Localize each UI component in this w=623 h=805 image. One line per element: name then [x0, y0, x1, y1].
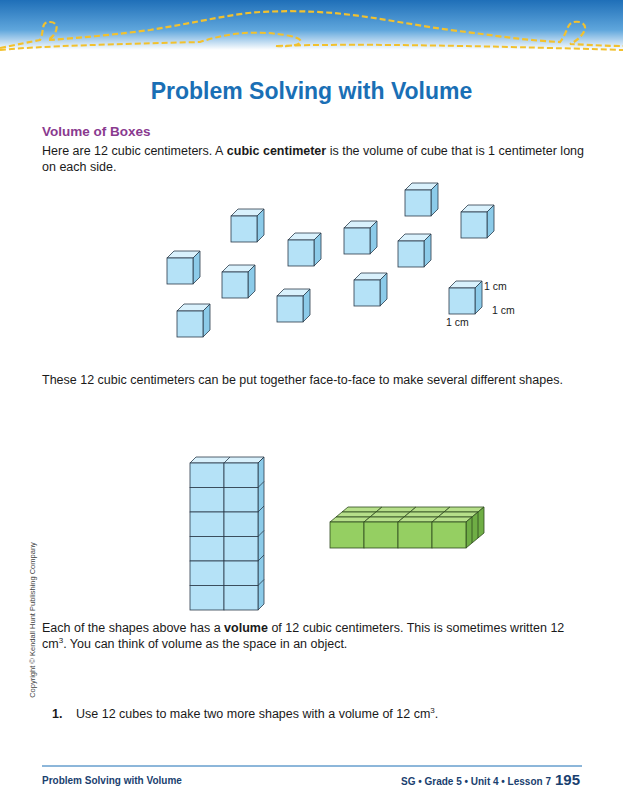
cube-top — [370, 512, 410, 517]
cube-top — [364, 517, 404, 522]
cube-front — [167, 258, 193, 284]
cube-side — [424, 234, 431, 267]
cube-front — [344, 228, 370, 254]
cube-front — [224, 463, 258, 488]
cube-front — [190, 537, 224, 562]
cube-side — [431, 183, 438, 216]
dimension-label: 1 cm — [446, 316, 469, 328]
cube-top — [342, 507, 382, 512]
body-text: Each of the shapes above has avolumeof 1… — [42, 620, 590, 652]
cube-front — [354, 280, 380, 306]
cube-top — [330, 517, 370, 522]
text-run: Here are 12 cubic centimeters. A — [42, 144, 223, 158]
cube-front — [224, 561, 258, 586]
cube-front — [224, 488, 258, 513]
text-run: SG • Grade 5 • Unit 4 • Lesson 7 — [401, 776, 551, 787]
cube-side — [303, 289, 310, 322]
cube-top — [410, 507, 450, 512]
cube-front — [190, 512, 224, 537]
cube-front — [364, 522, 398, 548]
text-run: Use 12 cubes to make two more shapes wit… — [76, 707, 430, 721]
cube-top — [376, 507, 416, 512]
question-text: Use 12 cubes to make two more shapes wit… — [76, 706, 576, 722]
dimension-label: 1 cm — [484, 280, 507, 292]
cube-top — [444, 507, 484, 512]
cube-top — [438, 512, 478, 517]
footer-title: Problem Solving with Volume — [42, 773, 342, 789]
footer-rule — [42, 766, 582, 767]
cube-side — [257, 209, 264, 242]
text-run: volume — [224, 621, 268, 635]
cube-side — [203, 304, 210, 337]
dimension-label: 1 cm — [492, 304, 515, 316]
cube-side — [248, 265, 255, 298]
superscript: 3 — [59, 636, 63, 645]
cube-front — [224, 512, 258, 537]
cube-front — [461, 212, 487, 238]
cube-front — [432, 522, 466, 548]
page-title: Problem Solving with Volume — [0, 78, 623, 105]
text-run: . — [435, 707, 438, 721]
cube-front — [288, 240, 314, 266]
cube-front — [224, 537, 258, 562]
cube-front — [190, 561, 224, 586]
cube-front — [231, 216, 257, 242]
text-run: Volume of Boxes — [42, 124, 151, 139]
cube-top — [398, 517, 438, 522]
cube-front — [449, 288, 475, 314]
cube-top — [404, 512, 444, 517]
cube-top — [336, 512, 376, 517]
cube-front — [177, 311, 203, 337]
cubic-centimeters — [167, 183, 494, 337]
cube-front — [190, 586, 224, 611]
cube-side — [380, 273, 387, 306]
cube-front — [190, 463, 224, 488]
cube-front — [405, 190, 431, 216]
slab-side — [466, 507, 484, 548]
cube-side — [370, 221, 377, 254]
text-run: . You can think of volume as the space i… — [63, 637, 347, 651]
text-run: These 12 cubic centimeters can be put to… — [42, 373, 563, 387]
tower-side — [258, 457, 264, 610]
top-band — [0, 0, 623, 50]
footer-ref: SG • Grade 5 • Unit 4 • Lesson 7 195 — [330, 772, 580, 790]
cube-side — [487, 205, 494, 238]
cube-front — [224, 586, 258, 611]
body-text: Here are 12 cubic centimeters. A cubic ce… — [42, 143, 590, 175]
cube-front — [398, 241, 424, 267]
cube-front — [222, 272, 248, 298]
cube-side — [193, 251, 200, 284]
dashed-ribbon — [0, 11, 623, 48]
page-number: 195 — [555, 771, 580, 788]
question-number: 1. — [52, 706, 72, 722]
cube-side — [475, 281, 482, 314]
tower-top — [190, 457, 264, 463]
cube-side — [314, 233, 321, 266]
cube-front — [277, 296, 303, 322]
cube-front — [330, 522, 364, 548]
section-heading: Volume of Boxes — [42, 124, 587, 140]
body-text: These 12 cubic centimeters can be put to… — [42, 372, 590, 388]
text-run: cubic centimeter — [227, 144, 326, 158]
cube-front — [398, 522, 432, 548]
text-run: Problem Solving with Volume — [42, 775, 182, 786]
text-run: Each of the shapes above has a — [42, 621, 221, 635]
tower-shape — [190, 457, 264, 610]
cube-top — [432, 517, 472, 522]
cube-front — [190, 488, 224, 513]
dashed-ribbon — [0, 33, 623, 50]
superscript: 3 — [430, 706, 434, 715]
slab-shape — [330, 507, 484, 548]
text-run: 1. — [52, 707, 62, 721]
copyright-note: Copyright © Kendall Hunt Publishing Comp… — [28, 542, 37, 698]
